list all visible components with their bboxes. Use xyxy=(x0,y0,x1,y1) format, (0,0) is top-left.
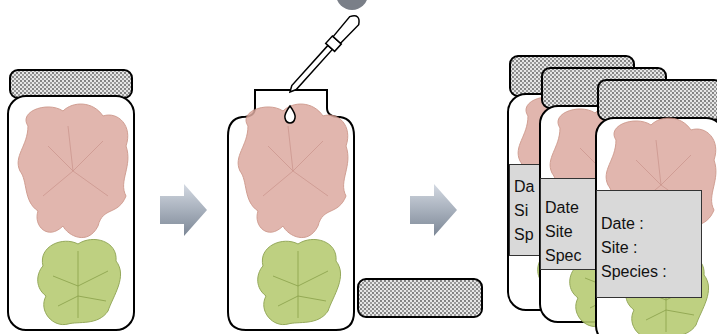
label-field: Site : xyxy=(601,236,701,260)
specimen-label: Date :Site :Species : xyxy=(596,190,702,298)
label-field: Species : xyxy=(601,260,701,284)
label-field: Date : xyxy=(601,212,701,236)
